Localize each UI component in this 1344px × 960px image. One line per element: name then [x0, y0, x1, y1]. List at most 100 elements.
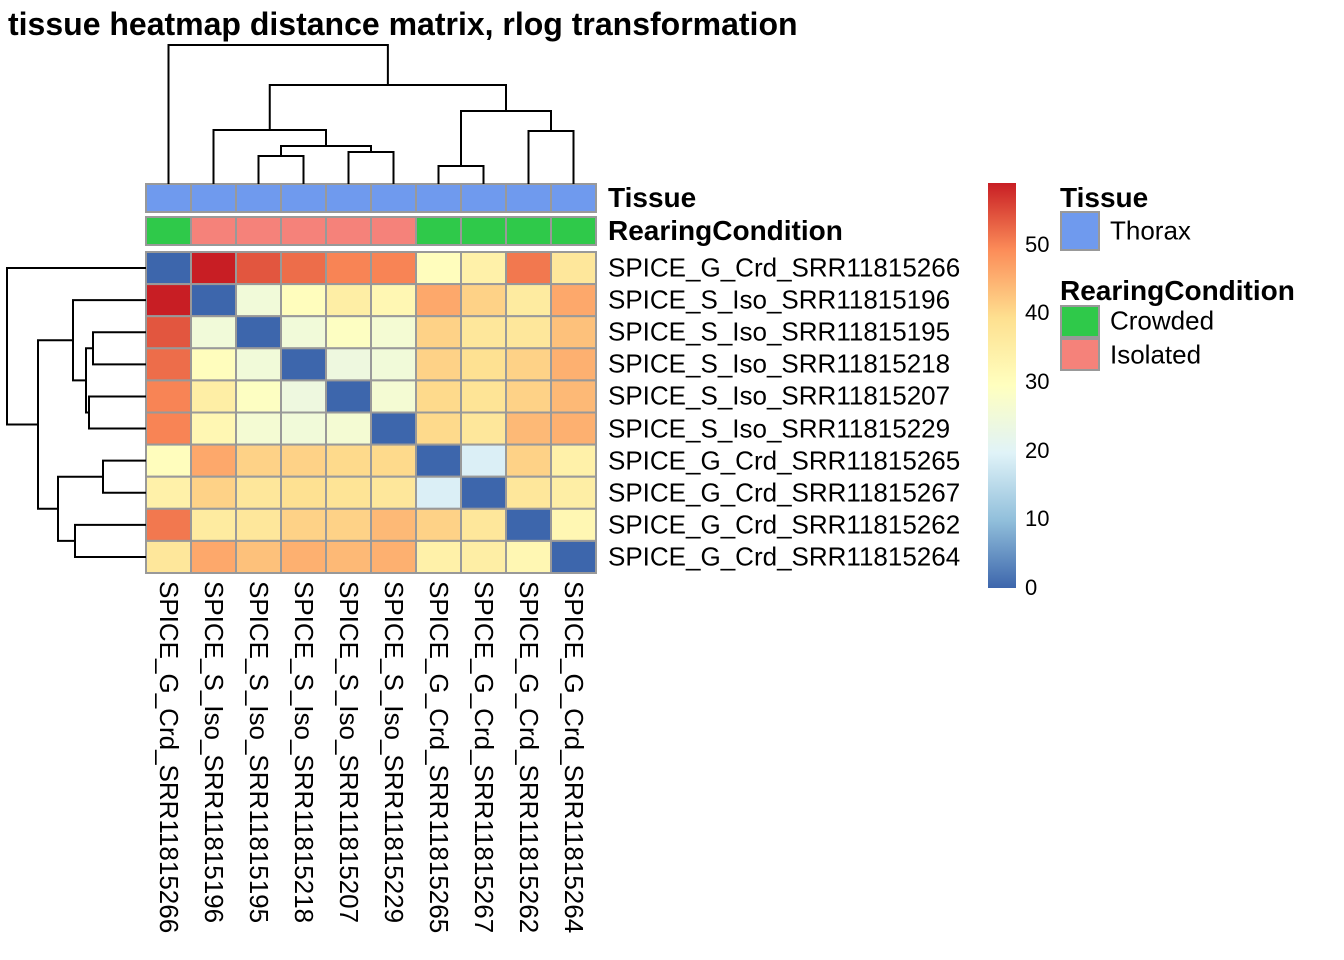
heatmap-cell	[145, 379, 192, 414]
heatmap-cell	[145, 443, 192, 478]
heatmap-cell	[325, 475, 372, 510]
legend-tissue-header: Tissue	[1060, 182, 1149, 213]
col-label: SPICE_G_Crd_SRR11815265	[423, 581, 454, 934]
row-label: SPICE_G_Crd_SRR11815267	[608, 477, 961, 508]
column-dendrogram	[167, 44, 575, 184]
heatmap-cell	[235, 411, 282, 446]
heatmap-cell	[550, 411, 597, 446]
heatmap-cell	[280, 251, 327, 286]
heatmap-cell	[415, 411, 462, 446]
legend-isolated-swatch	[1060, 338, 1100, 371]
tissue-annotation-cell	[460, 183, 507, 213]
col-label: SPICE_G_Crd_SRR11815266	[153, 581, 184, 934]
heatmap-cell	[550, 347, 597, 382]
row-dendrogram	[6, 267, 146, 558]
heatmap-cell	[325, 347, 372, 382]
heatmap-cell	[280, 443, 327, 478]
row-label: SPICE_G_Crd_SRR11815264	[608, 541, 961, 572]
heatmap-cell	[550, 475, 597, 510]
heatmap-cell	[550, 539, 597, 575]
heatmap-cell	[550, 443, 597, 478]
heatmap-cell	[370, 379, 417, 414]
heatmap-cell	[325, 507, 372, 542]
tissue-annotation-cell	[325, 183, 372, 213]
heatmap-cell	[550, 283, 597, 318]
heatmap-cell	[235, 443, 282, 478]
heatmap-cell	[190, 347, 237, 382]
col-label: SPICE_G_Crd_SRR11815267	[468, 581, 499, 934]
heatmap-cell	[235, 507, 282, 542]
heatmap-cell	[415, 315, 462, 350]
heatmap-cell	[280, 315, 327, 350]
heatmap-cell	[460, 251, 507, 286]
heatmap-cell	[505, 379, 552, 414]
heatmap-cell	[415, 251, 462, 286]
heatmap-cell	[190, 315, 237, 350]
heatmap-cell	[370, 315, 417, 350]
rearing-annotation-cell	[370, 216, 417, 246]
annotation-row-label-tissue: Tissue	[608, 182, 697, 213]
heatmap-cell	[190, 475, 237, 510]
row-label: SPICE_G_Crd_SRR11815265	[608, 445, 961, 476]
col-label: SPICE_S_Iso_SRR11815195	[243, 581, 274, 924]
scale-tick-label: 50	[1025, 231, 1050, 257]
tissue-annotation-cell	[280, 183, 327, 213]
rearing-annotation-cell	[415, 216, 462, 246]
scale-tick-label: 40	[1025, 300, 1050, 326]
rearing-annotation-cell	[550, 216, 597, 246]
row-label: SPICE_S_Iso_SRR11815218	[608, 348, 951, 379]
heatmap-cell	[280, 475, 327, 510]
rearing-annotation-cell	[280, 216, 327, 246]
tissue-annotation-cell	[415, 183, 462, 213]
heatmap-cell	[145, 251, 192, 286]
heatmap-cell	[550, 507, 597, 542]
heatmap-cell	[370, 283, 417, 318]
tissue-annotation-cell	[235, 183, 282, 213]
row-label: SPICE_S_Iso_SRR11815196	[608, 284, 951, 315]
heatmap-cell	[325, 539, 372, 575]
heatmap-cell	[190, 283, 237, 318]
row-label: SPICE_G_Crd_SRR11815266	[608, 252, 961, 283]
heatmap-cell	[145, 475, 192, 510]
row-label: SPICE_G_Crd_SRR11815262	[608, 509, 961, 540]
legend-thorax-label: Thorax	[1110, 215, 1191, 246]
heatmap-cell	[460, 379, 507, 414]
heatmap-cell	[235, 539, 282, 575]
rearing-annotation-cell	[460, 216, 507, 246]
heatmap-cell	[190, 251, 237, 286]
heatmap-cell	[190, 507, 237, 542]
heatmap-cell	[325, 251, 372, 286]
col-label: SPICE_G_Crd_SRR11815262	[513, 581, 544, 934]
heatmap-cell	[280, 347, 327, 382]
heatmap-cell	[280, 411, 327, 446]
rearing-annotation-cell	[505, 216, 552, 246]
heatmap-cell	[280, 283, 327, 318]
heatmap-cell	[415, 347, 462, 382]
heatmap-cell	[415, 379, 462, 414]
heatmap-cell	[280, 379, 327, 414]
heatmap-cell	[235, 379, 282, 414]
heatmap-cell	[550, 251, 597, 286]
chart-title: tissue heatmap distance matrix, rlog tra…	[8, 6, 798, 42]
heatmap-cell	[235, 251, 282, 286]
legend-rearing-header: RearingCondition	[1060, 275, 1295, 306]
tissue-annotation-cell	[145, 183, 192, 213]
col-label: SPICE_S_Iso_SRR11815229	[378, 581, 409, 924]
heatmap-cell	[235, 283, 282, 318]
rearing-annotation-cell	[145, 216, 192, 246]
color-scale-bar	[988, 183, 1016, 588]
heatmap-cell	[460, 507, 507, 542]
scale-tick-label: 0	[1025, 575, 1038, 600]
rearing-annotation-cell	[235, 216, 282, 246]
heatmap-cell	[415, 507, 462, 542]
legend-crowded-label: Crowded	[1110, 305, 1215, 336]
heatmap-cell	[460, 539, 507, 575]
row-label: SPICE_S_Iso_SRR11815207	[608, 380, 951, 411]
heatmap-cell	[280, 539, 327, 575]
heatmap-cell	[145, 283, 192, 318]
col-label: SPICE_S_Iso_SRR11815196	[198, 581, 229, 924]
heatmap-cell	[460, 315, 507, 350]
heatmap-cell	[370, 539, 417, 575]
